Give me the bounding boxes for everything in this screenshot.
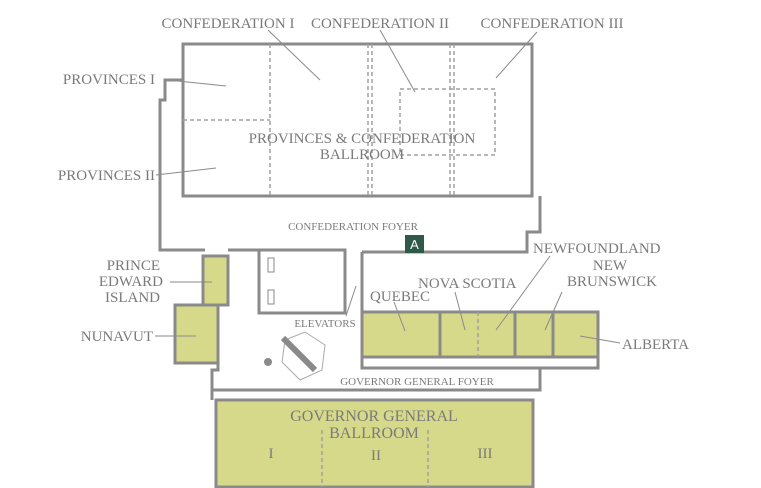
label-gg-section-i: I <box>269 446 274 462</box>
room-new-brunswick[interactable] <box>513 310 555 359</box>
label-elevators: ELEVATORS <box>294 318 355 330</box>
label-prince-edward-island: ISLAND <box>105 290 160 306</box>
label-confederation-iii: CONFEDERATION III <box>481 16 624 32</box>
marker-label: A <box>410 237 419 252</box>
label-newfoundland: NEWFOUNDLAND <box>533 241 661 257</box>
elevator-icon <box>267 257 275 273</box>
label-confederation-i: CONFEDERATION I <box>162 16 295 32</box>
label-provinces-i: PROVINCES I <box>63 72 155 88</box>
label-ballroom: PROVINCES & CONFEDERATION <box>249 131 476 147</box>
label-prince-edward-island: EDWARD <box>99 274 163 290</box>
label-governor-general-ballroom: BALLROOM <box>329 425 419 442</box>
leader-line <box>345 285 357 317</box>
escalator-steps <box>280 335 318 373</box>
leader-line <box>379 29 416 93</box>
governor-general-ballroom[interactable] <box>214 398 535 488</box>
room-quebec[interactable] <box>360 310 442 359</box>
label-new-brunswick: BRUNSWICK <box>567 274 657 290</box>
leader-line <box>495 31 538 79</box>
label-ballroom: BALLROOM <box>320 147 404 163</box>
room-prince-edward-island[interactable] <box>201 254 230 307</box>
leader-line <box>544 291 563 331</box>
label-quebec: QUEBEC <box>370 289 430 305</box>
label-governor-general-foyer: GOVERNOR GENERAL FOYER <box>340 376 494 388</box>
label-prince-edward-island: PRINCE <box>107 258 160 274</box>
label-gg-section-iii: III <box>478 446 493 462</box>
leader-line <box>393 301 406 332</box>
foyer-wall <box>210 363 220 400</box>
label-alberta: ALBERTA <box>622 337 689 353</box>
label-provinces-ii: PROVINCES II <box>58 168 155 184</box>
leader-line <box>454 291 466 331</box>
leader-line <box>167 79 227 87</box>
label-governor-general-ballroom: GOVERNOR GENERAL <box>290 408 458 425</box>
label-nunavut: NUNAVUT <box>81 329 153 345</box>
label-nova-scotia: NOVA SCOTIA <box>418 276 517 292</box>
elevator-icon <box>267 289 275 305</box>
location-marker-icon[interactable] <box>405 235 424 253</box>
leader-line <box>267 29 321 81</box>
room-alberta[interactable] <box>551 310 600 359</box>
leader-line <box>155 167 217 176</box>
elevator-bank <box>257 248 347 315</box>
leader-line <box>579 335 621 344</box>
label-confederation-ii: CONFEDERATION II <box>311 16 449 32</box>
room-nunavut[interactable] <box>173 303 220 365</box>
governor-foyer-walls <box>212 368 542 392</box>
label-gg-section-ii: II <box>371 448 381 464</box>
label-new-brunswick: NEW <box>593 258 628 274</box>
confederation-iii-area <box>399 88 496 156</box>
leader-line <box>495 255 551 331</box>
column-icon <box>264 358 272 366</box>
label-confederation-foyer: CONFEDERATION FOYER <box>288 221 419 233</box>
